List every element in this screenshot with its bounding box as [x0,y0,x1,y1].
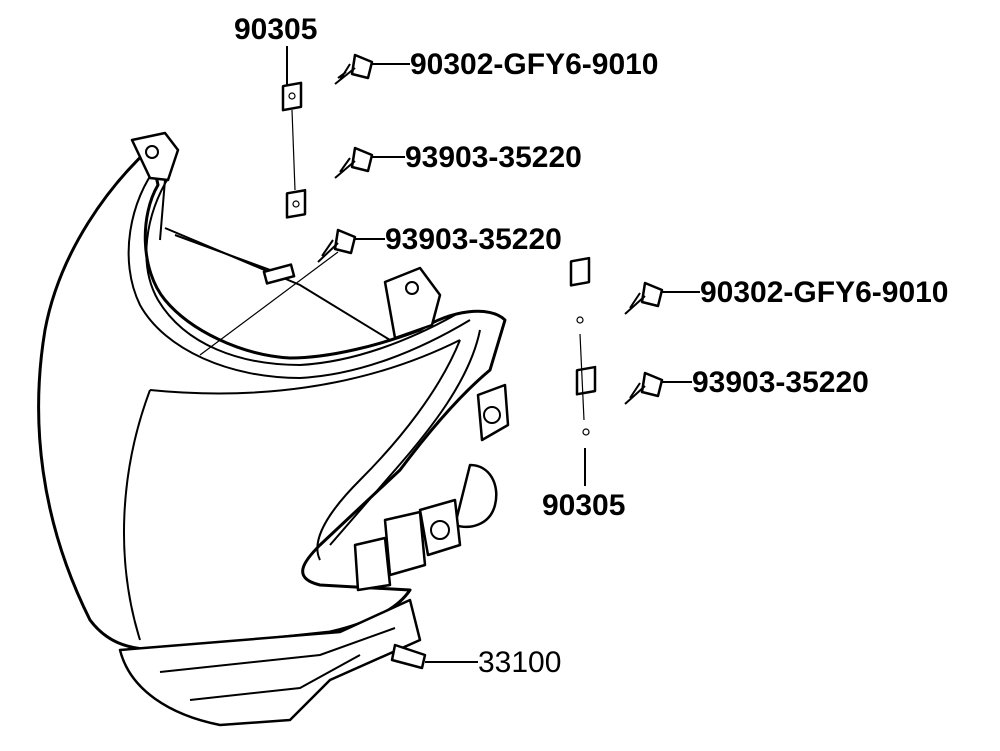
label-33100: 33100 [478,646,561,679]
label-screw-d: 90302-GFY6-9010 [700,276,949,309]
label-screw-c: 93903-35220 [385,223,562,256]
label-90305-top: 90305 [234,13,317,46]
label-screw-a: 90302-GFY6-9010 [410,48,659,81]
screw-icon-a [334,53,374,85]
label-screw-b: 93903-35220 [405,141,582,174]
screw-icon-c [317,228,357,263]
screw-icon-b [334,146,374,179]
clip-nut-lower [285,188,307,219]
screw-icon-d [624,281,664,315]
headlight-cover-drawing [37,131,510,727]
screw-icon-e [624,371,664,405]
label-screw-e: 93903-35220 [692,366,869,399]
clip-nut-upper [281,81,303,112]
label-90305-right: 90305 [542,489,625,522]
clip-nut-right-upper [569,256,591,324]
clip-nut-right-lower [575,365,597,436]
